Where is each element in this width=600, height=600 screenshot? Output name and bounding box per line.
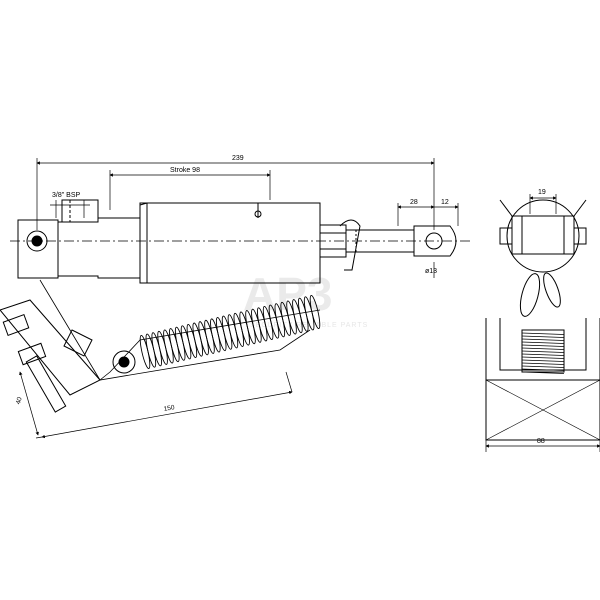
dim-clevis-end: 12 (441, 199, 449, 206)
hose-coil-turn (221, 315, 233, 350)
end-view-body (511, 215, 575, 255)
hose-coil-turn (180, 325, 192, 360)
dim-pin-diameter: ø13 (425, 268, 437, 275)
end-view-spring-coils (521, 332, 565, 374)
end-view-coil-turn (521, 362, 565, 365)
end-view-coil-turn (521, 335, 565, 338)
end-cap-top (58, 202, 148, 223)
bolt-nut (17, 342, 47, 366)
bracket-plate (0, 299, 101, 396)
dim-side-top: 19 (538, 189, 546, 196)
hose-coil-turn (309, 294, 321, 330)
rod-clevis-bore (425, 232, 443, 250)
end-view-coil-turn (521, 332, 565, 335)
rod-clevis (413, 225, 457, 257)
rear-eye (17, 219, 59, 279)
end-view-coil-turn (521, 368, 565, 371)
dim-bracket-length: 150 (163, 404, 175, 413)
hose-spring (139, 294, 321, 370)
end-view-coil-turn (521, 353, 565, 356)
hose-coil-turn (198, 321, 209, 356)
end-view-coil-turn (521, 365, 565, 368)
dim-bracket-height: 40 (15, 396, 24, 405)
bleed-screw (254, 210, 262, 218)
dim-port: 3/8" BSP (52, 192, 80, 199)
hose-coil-turn (186, 323, 198, 358)
hose-coil-turn (215, 317, 227, 352)
dim-stroke: Stroke 98 (170, 167, 200, 174)
bracket-lug (63, 329, 93, 357)
end-view-coil-turn (521, 350, 565, 353)
port-block (61, 199, 99, 223)
end-view-channel (485, 318, 600, 381)
end-view-dimensions (485, 194, 600, 452)
dim-overall-length: 239 (232, 155, 244, 162)
main-dimensions (36, 158, 459, 278)
bracket-eye (112, 350, 136, 374)
end-view-coil-turn (521, 371, 565, 374)
hose-coil-turn (169, 328, 180, 363)
hose-coil-turn (192, 322, 204, 357)
chain-link (519, 273, 541, 317)
end-view-coil-turn (521, 341, 565, 344)
cylinder-end-view (485, 199, 600, 441)
hose-coil-turn (204, 319, 215, 354)
bracket-eye-pin (118, 356, 130, 368)
dim-side-base: 88 (537, 438, 545, 445)
dim-clevis-length: 28 (410, 199, 418, 206)
end-view-coil-turn (521, 359, 565, 362)
hose-coil-turn (210, 318, 221, 353)
end-view-coil-turn (521, 347, 565, 350)
end-view-coil-turn (521, 356, 565, 359)
hose-coil-turn (174, 326, 186, 361)
threaded-bolt (25, 355, 67, 413)
end-cap-bottom (58, 275, 141, 282)
bracket-dimensions (19, 371, 293, 439)
bolt-head-top (2, 314, 30, 336)
lock-clip (339, 219, 361, 271)
end-view-head (506, 199, 580, 273)
end-view-coil-turn (521, 338, 565, 341)
hose-coil-turn (227, 314, 239, 349)
end-view-coil-turn (521, 344, 565, 347)
cylinder-side-view (10, 199, 470, 381)
